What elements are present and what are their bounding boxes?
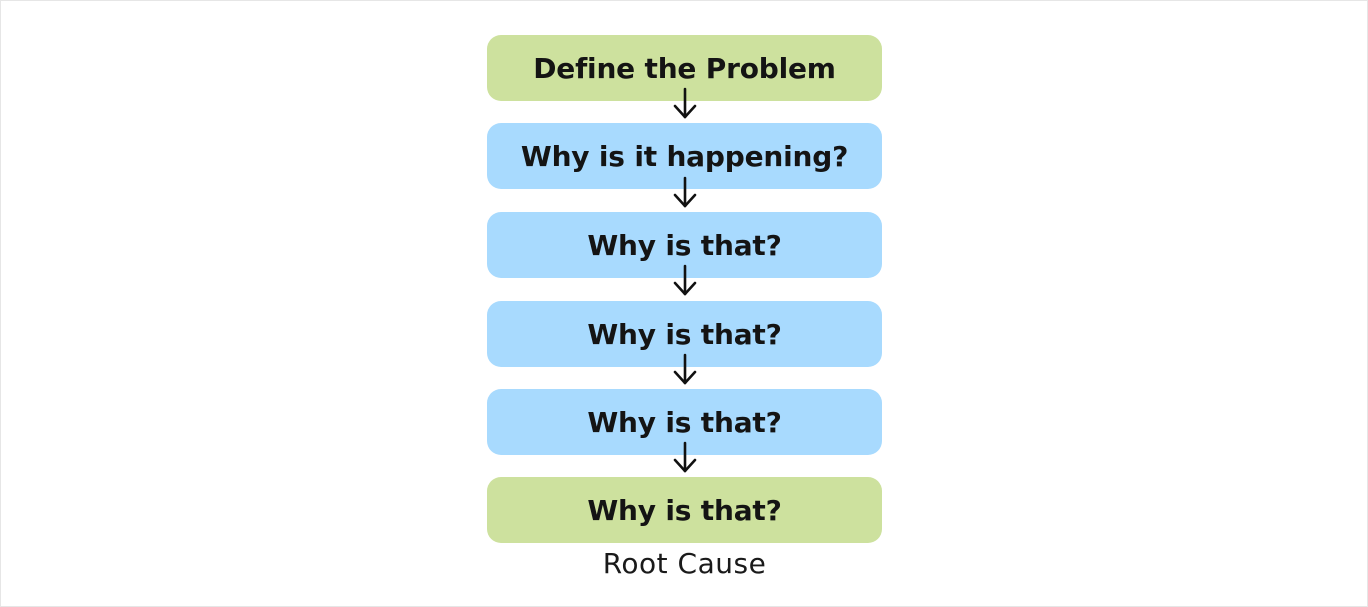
step-label: Why is that? — [587, 228, 782, 262]
step-why-that-3: Why is that? — [487, 389, 882, 455]
step-label: Why is that? — [587, 317, 782, 351]
step-label: Why is that? — [587, 493, 782, 527]
down-arrow-icon — [673, 264, 697, 296]
down-arrow-icon — [673, 87, 697, 119]
step-label: Define the Problem — [533, 51, 836, 85]
root-cause-caption: Root Cause — [602, 547, 767, 580]
step-label: Why is it happening? — [520, 139, 849, 173]
down-arrow-icon — [673, 353, 697, 385]
down-arrow-icon — [673, 176, 697, 208]
down-arrow-icon — [673, 441, 697, 473]
step-label: Why is that? — [587, 405, 782, 439]
step-why-that-root: Why is that? — [487, 477, 882, 543]
